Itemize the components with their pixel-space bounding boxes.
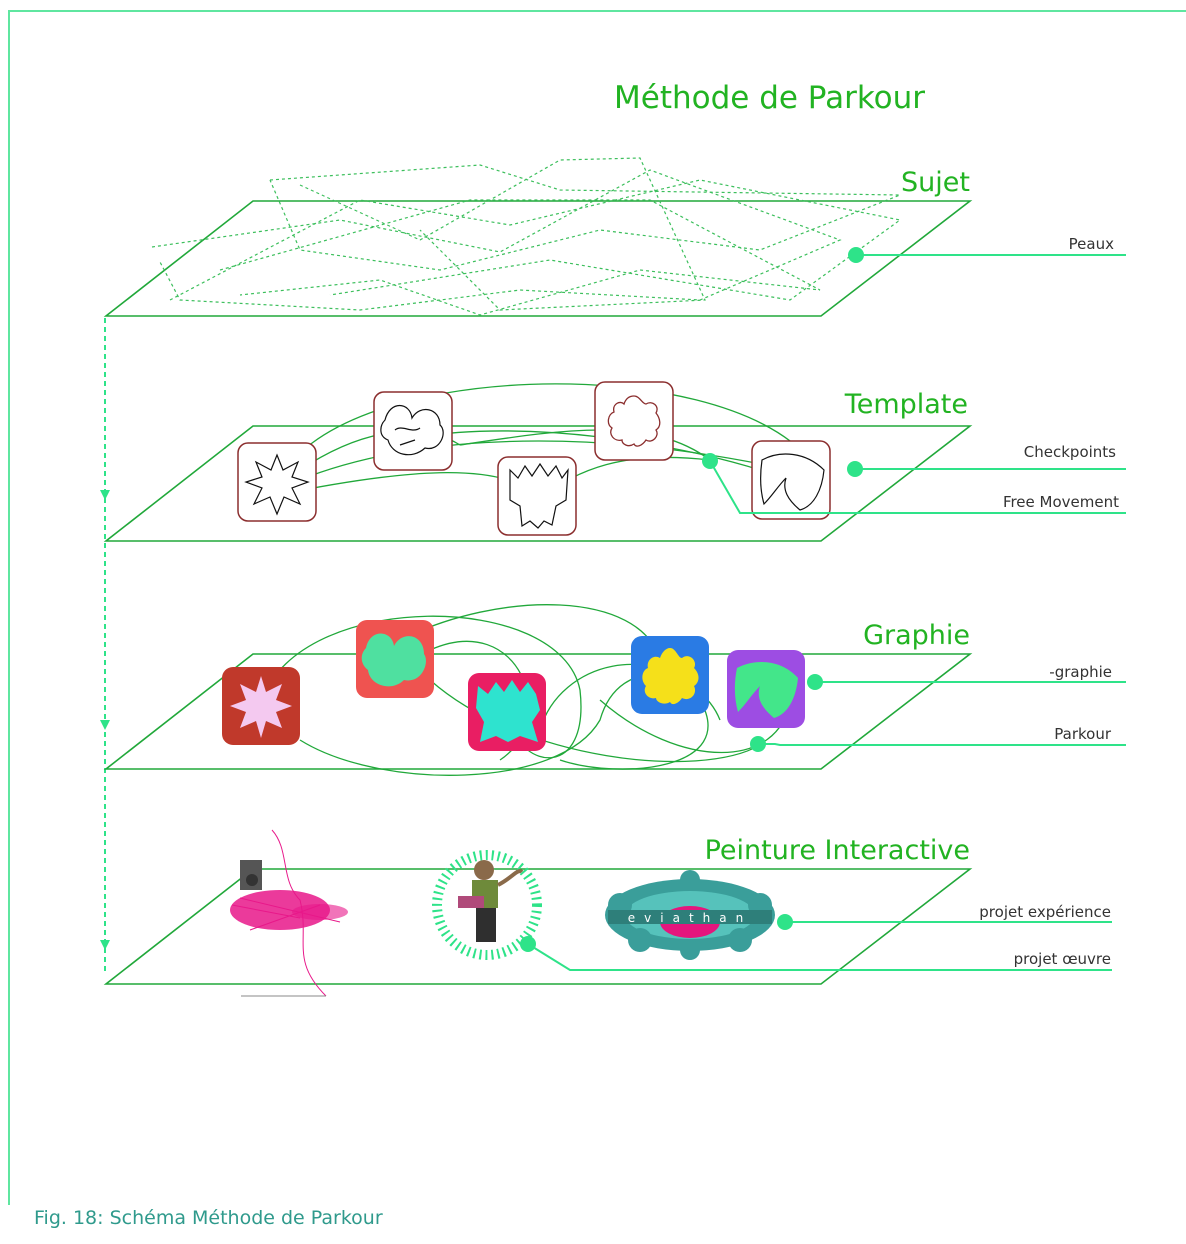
down-arrow-connector: [100, 318, 110, 972]
layer-plane: [103, 653, 973, 770]
tree-icon: [497, 456, 577, 536]
leviathan-artwork: eviathan: [605, 870, 775, 960]
layer-title-graphie: Graphie: [863, 620, 970, 651]
ink-blot-icon: [222, 667, 300, 745]
flower-icon: [631, 636, 709, 714]
leaf-icon: [727, 650, 805, 728]
flower-icon: [594, 381, 674, 461]
layer-plane: [103, 200, 973, 317]
label-parkour: Parkour: [1054, 725, 1112, 743]
label-peaux: Peaux: [1069, 235, 1114, 253]
doodle-icon: [356, 620, 434, 698]
label-projet-experience: projet expérience: [979, 903, 1111, 921]
ink-blot-icon: [237, 442, 317, 522]
layer-plane: [103, 425, 973, 542]
layer-title-sujet: Sujet: [901, 167, 970, 198]
label-graphie: -graphie: [1049, 663, 1112, 681]
label-checkpoints: Checkpoints: [1024, 443, 1116, 461]
layer-plane: [103, 868, 973, 985]
layer-title-template: Template: [844, 389, 968, 420]
pink-scribble-map: [230, 829, 348, 997]
label-free-movement: Free Movement: [1003, 493, 1119, 511]
label-projet-oeuvre: projet œuvre: [1014, 950, 1111, 968]
label-connector: [709, 460, 1126, 514]
label-connector: [758, 743, 1126, 746]
frame-top-border: [8, 10, 1186, 12]
layer-sujet: Sujet Peaux: [103, 157, 1126, 317]
frame-left-border: [8, 10, 10, 1205]
layer-peinture-interactive: eviathan Peinture Interactive projet exp…: [103, 829, 1112, 997]
figure-caption: Fig. 18: Schéma Méthode de Parkour: [34, 1207, 383, 1229]
layer-title-peinture-interactive: Peinture Interactive: [705, 835, 970, 866]
diagram-title: Méthode de Parkour: [614, 80, 925, 116]
tree-icon: [468, 673, 546, 751]
layer-template: Template Checkpoints Free Movement: [103, 381, 1126, 542]
character-figure: [432, 850, 542, 960]
layer-graphie: Graphie -graphie Parkour: [103, 604, 1126, 776]
label-connector: [527, 943, 1112, 971]
skin-network: [151, 157, 902, 316]
svg-text:eviathan: eviathan: [628, 911, 752, 925]
doodle-icon: [373, 391, 453, 471]
leaf-icon: [751, 440, 831, 520]
